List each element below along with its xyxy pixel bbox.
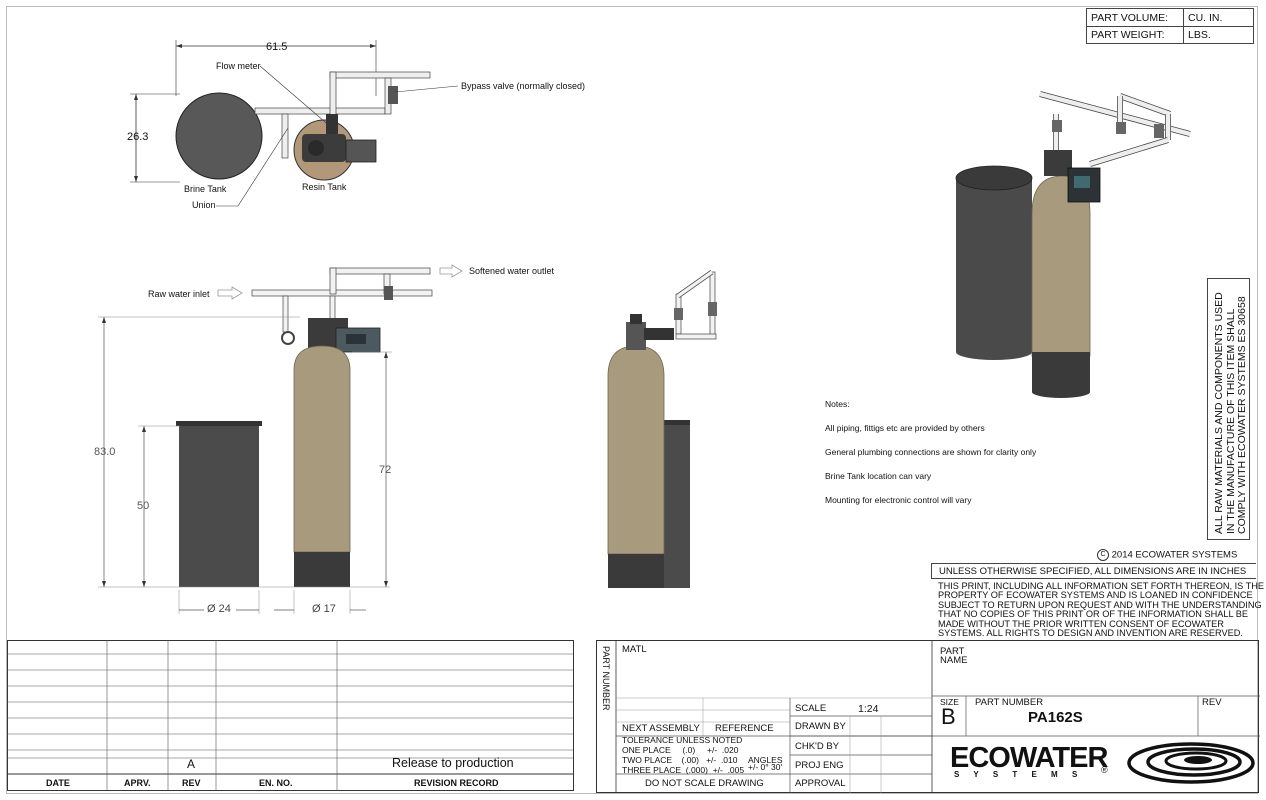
- scale-value: 1:24: [858, 703, 879, 715]
- softened-water-outlet-label: Softened water outlet: [469, 266, 555, 276]
- copyright-text: 2014 ECOWATER SYSTEMS: [1111, 549, 1238, 561]
- brine-tank-label: Brine Tank: [184, 184, 227, 194]
- logo-subtitle: S Y S T E M S: [954, 770, 1084, 779]
- logo-wordmark: ECOWATER: [950, 742, 1108, 774]
- drawing-border: [6, 6, 1258, 794]
- proj-eng-label: PROJ ENG: [795, 760, 844, 771]
- title-block-grid: [596, 640, 1260, 793]
- tolerance-three-place: THREE PLACE (.000) +/- .005: [622, 765, 745, 775]
- next-assembly-label: NEXT ASSEMBLY: [622, 723, 700, 734]
- logo-swirl-icon: [1127, 742, 1255, 784]
- tolerance-one-place: ONE PLACE (.0) +/- .020: [622, 745, 739, 755]
- bypass-valve-label: Bypass valve (normally closed): [461, 81, 586, 91]
- revision-header-record: REVISION RECORD: [414, 778, 499, 788]
- dim-brine-dia-label: Ø 24: [207, 603, 231, 615]
- part-weight-unit: LBS.: [1188, 29, 1211, 41]
- reference-label: REFERENCE: [715, 723, 774, 734]
- top-view-drawing: [130, 40, 459, 207]
- part-number-label: PART NUMBER: [975, 697, 1044, 708]
- revision-header-aprv: APRV.: [124, 778, 151, 788]
- tolerance-two-place: TWO PLACE (.00) +/- .010: [622, 755, 738, 765]
- do-not-scale-label: DO NOT SCALE DRAWING: [645, 778, 764, 789]
- note-item-1: All piping, fittigs etc are provided by …: [825, 423, 985, 433]
- dim-width-label: 61.5: [266, 41, 288, 53]
- dim-brine-height-label: 50: [137, 500, 150, 512]
- material-notice-box: ALL RAW MATERIALS AND COMPONENTS USED IN…: [1207, 278, 1250, 540]
- matl-label: MATL: [622, 644, 647, 655]
- ecowater-logo: ECOWATER S Y S T E M S ®: [946, 742, 1256, 788]
- confidential-notice: THIS PRINT, INCLUDING ALL INFORMATION SE…: [938, 581, 1265, 639]
- revision-header-rev: REV: [182, 778, 201, 788]
- side-view-drawing: [607, 269, 717, 588]
- part-volume-unit: CU. IN.: [1188, 12, 1223, 24]
- approval-label: APPROVAL: [795, 778, 846, 789]
- part-name-label-2: NAME: [940, 655, 968, 666]
- part-name-label-1: PART: [940, 646, 965, 657]
- isometric-view-drawing: [955, 91, 1191, 398]
- note-item-4: Mounting for electronic control will var…: [825, 495, 972, 505]
- material-notice-line3: COMPLY WITH ECOWATER SYSTEMS ES 30658: [1236, 296, 1248, 534]
- angles-label: ANGLES: [748, 755, 783, 765]
- revision-table-grid: [7, 640, 574, 791]
- unless-specified: UNLESS OTHERWISE SPECIFIED, ALL DIMENSIO…: [931, 563, 1256, 579]
- part-volume-label: PART VOLUME:: [1091, 12, 1169, 24]
- chkd-by-label: CHK'D BY: [795, 741, 840, 752]
- material-notice-line1: ALL RAW MATERIALS AND COMPONENTS USED: [1213, 292, 1225, 534]
- flow-meter-label: Flow meter: [216, 61, 261, 71]
- scale-label: SCALE: [795, 703, 827, 714]
- size-value: B: [941, 704, 956, 729]
- revision-description: Release to production: [392, 756, 514, 770]
- copyright: C 2014 ECOWATER SYSTEMS: [1097, 549, 1237, 561]
- size-label: SIZE: [940, 697, 959, 707]
- notes-block: Notes: All piping, fittigs etc are provi…: [825, 399, 1036, 519]
- revision-header-date: DATE: [46, 778, 70, 788]
- drawn-by-label: DRAWN BY: [795, 721, 846, 732]
- part-weight-label: PART WEIGHT:: [1091, 29, 1165, 41]
- rev-label: REV: [1202, 697, 1222, 708]
- dim-total-height-label: 83.0: [94, 446, 116, 458]
- tolerance-title: TOLERANCE UNLESS NOTED: [622, 735, 743, 745]
- revision-rev-value: A: [187, 757, 196, 771]
- raw-water-inlet-label: Raw water inlet: [148, 289, 210, 299]
- union-label: Union: [192, 200, 216, 210]
- angles-tolerance: +/- 0° 30': [748, 762, 783, 772]
- front-view-drawing: [98, 264, 463, 614]
- revision-header-en-no: EN. NO.: [259, 778, 293, 788]
- dim-resin-height-label: 72: [379, 464, 392, 476]
- notes-title: Notes:: [825, 399, 850, 409]
- part-number-value: PA162S: [1028, 709, 1083, 726]
- dim-resin-dia-label: Ø 17: [312, 603, 336, 615]
- copyright-icon: C: [1097, 549, 1109, 561]
- dim-height-label: 26.3: [127, 131, 149, 143]
- resin-tank-label: Resin Tank: [302, 182, 347, 192]
- logo-registered: ®: [1101, 765, 1108, 775]
- part-info-box: PART VOLUME: CU. IN. PART WEIGHT: LBS.: [1086, 8, 1254, 44]
- part-number-vertical-label: PART NUMBER: [601, 646, 611, 711]
- note-item-2: General plumbing connections are shown f…: [825, 447, 1037, 457]
- note-item-3: Brine Tank location can vary: [825, 471, 932, 481]
